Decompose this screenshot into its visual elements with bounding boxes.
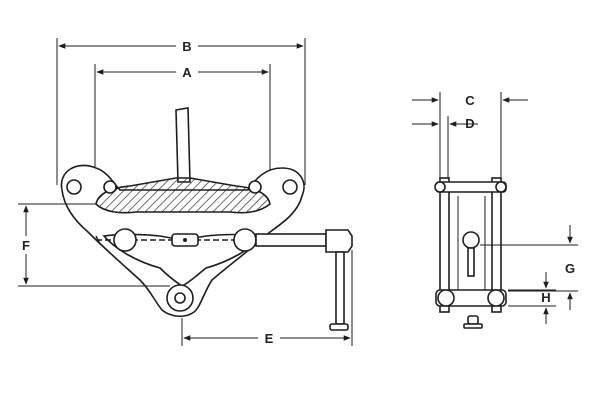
jaw-pin-left-inner (103, 180, 117, 194)
bottom-pin-head-right (487, 289, 505, 307)
dim-label-c: C (465, 93, 475, 108)
jaw-pin-right-inner (248, 180, 262, 194)
dim-label-b: B (182, 39, 191, 54)
dim-label-d: D (465, 116, 474, 131)
side-view: C D (412, 92, 578, 329)
spindle-tip (95, 235, 101, 245)
dimension-d: D (412, 116, 478, 178)
dim-label-g: G (565, 261, 575, 276)
screw-shaft (255, 233, 327, 247)
dimension-g: G (480, 225, 578, 310)
beam-web (175, 107, 191, 183)
side-handle-base (463, 323, 483, 329)
bottom-pin-head-left (437, 289, 455, 307)
jaw-pin-left (66, 179, 82, 195)
dimension-c: C (412, 92, 528, 178)
front-view: B A (16, 36, 353, 346)
side-spindle-stem (467, 247, 475, 277)
dim-label-e: E (265, 331, 274, 346)
dimension-b: B (56, 36, 306, 185)
dimension-h: H (508, 272, 556, 324)
side-spindle-nut (462, 231, 480, 249)
beam-flange (95, 177, 271, 214)
side-handle-foot (467, 315, 479, 325)
lifting-eye-hole (174, 292, 186, 304)
top-pin-head-right (495, 181, 507, 193)
handle-knob (329, 323, 349, 331)
top-pin-head-left (434, 181, 446, 193)
screw-end-fitting (325, 229, 353, 253)
spindle-center-dot (183, 238, 187, 242)
spindle-nut-right (233, 228, 257, 252)
dimension-e: E (181, 250, 353, 346)
handle-rod (335, 251, 345, 325)
dim-label-f: F (22, 238, 30, 253)
dim-label-a: A (182, 65, 192, 80)
spindle-nut-left (113, 228, 137, 252)
jaw-pin-right (282, 179, 298, 195)
dimension-f: F (16, 203, 170, 287)
side-plate-left (439, 177, 450, 313)
dimension-a: A (94, 62, 271, 180)
dim-label-h: H (541, 290, 550, 305)
